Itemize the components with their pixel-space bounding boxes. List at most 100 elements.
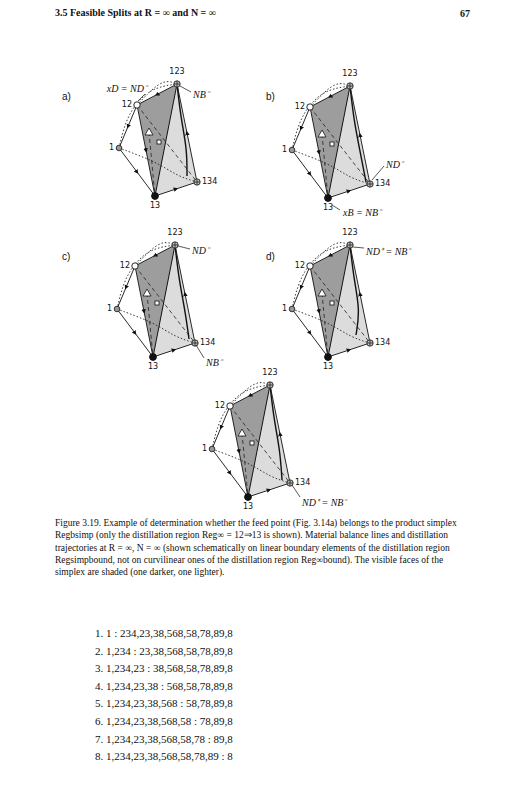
vertex-marker (174, 81, 180, 87)
vertex-label: 123 (167, 229, 182, 238)
figure-caption: Figure 3.19. Example of determination wh… (55, 517, 475, 579)
vertex-label: 13 (148, 363, 158, 372)
point-annotation: NB⁻ (192, 89, 210, 100)
split-list-item: 8. 1,234,23,38,568,58,78,89 : 8 (95, 750, 233, 762)
simplex-edge (155, 84, 177, 196)
simplex-edge (117, 266, 135, 309)
vertex-marker (347, 83, 353, 89)
vertex-label: 134 (375, 180, 390, 189)
balance-line (322, 293, 328, 357)
vertex-label: 123 (342, 229, 357, 238)
vertex-marker (347, 83, 353, 89)
balance-line (137, 105, 197, 182)
dotted-trajectory (292, 245, 350, 309)
leader-line (180, 86, 191, 92)
vertex-label: 12 (215, 402, 225, 411)
point-annotation: ND⁻ (385, 159, 404, 170)
vertex-label: 13 (323, 204, 333, 213)
leader-line (353, 247, 364, 248)
vertex-label: 12 (295, 103, 305, 112)
simplex-edge (119, 105, 137, 148)
vertex-marker (367, 340, 373, 346)
balance-line (149, 132, 155, 196)
vertex-marker (192, 340, 198, 346)
simplex-figure (209, 382, 293, 501)
vertex-label: 123 (169, 68, 184, 77)
vertex-label: 1 (202, 445, 207, 454)
vertex-label: 1 (107, 305, 112, 314)
dotted-trajectory (212, 449, 290, 483)
simplex-edge (155, 182, 197, 196)
simplex-edge (328, 86, 350, 198)
simplex-edge (153, 343, 195, 357)
vertex-marker (289, 147, 295, 153)
simplex-figure (114, 242, 198, 361)
vertex-label: 12 (122, 101, 132, 110)
vertex-marker (192, 340, 198, 346)
feed-point (145, 128, 153, 135)
dotted-trajectory (310, 243, 350, 266)
dotted-trajectory (292, 86, 350, 150)
distillation-trajectory (270, 385, 282, 480)
split-list-item: 7. 1,234,23,38,568,58,78 : 89,8 (95, 733, 233, 745)
simplex-figure (289, 83, 373, 202)
point-annotation: xD = ND⁻ (106, 83, 148, 94)
panel-letter: a) (62, 91, 71, 102)
simplex-edge (230, 385, 270, 406)
dark-face (137, 84, 177, 196)
split-list-item: 3. 1,234,23 : 38,568,58,78,89,8 (95, 662, 233, 674)
dark-face (230, 385, 270, 497)
product-point (155, 301, 159, 305)
simplex-edge (292, 150, 328, 198)
split-list-item: 6. 1,234,23,38,568,58 : 78,89,8 (95, 715, 233, 727)
split-list-item: 5. 1,234,23,38,568 : 58,78,89,8 (95, 697, 233, 709)
vertex-marker (116, 145, 122, 151)
vertex-label: 134 (200, 339, 215, 348)
dotted-trajectory (135, 243, 175, 266)
vertex-marker (150, 354, 157, 361)
vertex-marker (267, 382, 273, 388)
vertex-marker (209, 446, 215, 452)
vertex-marker (172, 242, 178, 248)
balance-line (310, 266, 370, 343)
simplex-edge (292, 266, 310, 309)
vertex-marker (152, 193, 159, 200)
dotted-trajectory (117, 309, 195, 343)
simplex-edge (292, 309, 328, 357)
leader-line (196, 345, 204, 358)
simplex-edge (175, 245, 195, 343)
vertex-label: 123 (342, 70, 357, 79)
dotted-trajectory (310, 84, 350, 107)
vertex-label: 12 (120, 262, 130, 271)
vertex-label: 1 (282, 305, 287, 314)
simplex-edge (310, 107, 328, 198)
simplex-edge (137, 105, 155, 196)
simplex-edge (310, 245, 350, 266)
simplex-edge (119, 148, 155, 196)
feed-point (143, 289, 151, 296)
vertex-label: 1 (282, 146, 287, 155)
vertex-marker (132, 263, 138, 269)
vertex-label: 13 (323, 363, 333, 372)
dotted-trajectory (292, 150, 370, 184)
vertex-marker (347, 242, 353, 248)
balance-line (135, 266, 195, 343)
simplex-edge (212, 406, 230, 449)
vertex-marker (325, 195, 332, 202)
product-point (330, 301, 334, 305)
leader-line (292, 485, 300, 497)
dark-face (310, 86, 350, 198)
leader-line (372, 166, 384, 180)
panel-letter: d) (266, 251, 275, 262)
point-annotation: xB = NB⁻ (342, 207, 382, 218)
dark-face (310, 245, 350, 357)
point-annotation: NB⁻ (205, 357, 223, 368)
simplex-edge (117, 309, 153, 357)
dotted-trajectory (119, 84, 177, 148)
vertex-label: 13 (150, 202, 160, 211)
product-point (157, 140, 161, 144)
vertex-marker (194, 179, 200, 185)
dotted-trajectory (117, 245, 175, 309)
balance-line (147, 293, 153, 357)
